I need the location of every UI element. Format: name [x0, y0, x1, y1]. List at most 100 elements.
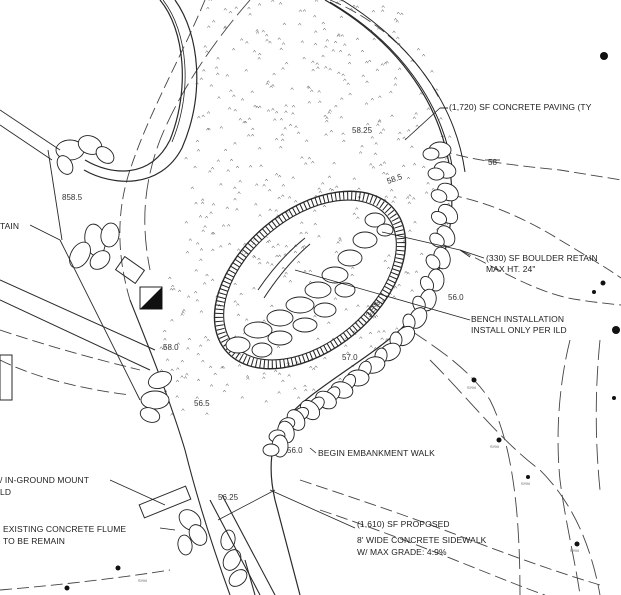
stipple-mark: [262, 183, 266, 187]
stipple-mark: [257, 56, 261, 60]
stipple-mark: [347, 61, 352, 65]
boulder-icon: [220, 529, 236, 551]
stipple-mark: [266, 80, 270, 83]
stipple-mark: [339, 115, 343, 119]
tree-icon: [612, 326, 620, 334]
boulder-icon: [95, 146, 115, 164]
stipple-mark: [270, 263, 274, 266]
stipple-mark: [336, 34, 340, 37]
stipple-mark: [205, 412, 209, 415]
stipple-mark: [199, 247, 204, 251]
stipple-mark: [395, 19, 399, 23]
stipple-mark: [195, 139, 200, 143]
stipple-mark: [271, 84, 275, 87]
stipple-mark: [171, 284, 175, 288]
stipple-mark: [281, 138, 285, 142]
stipple-mark: [205, 50, 209, 53]
stipple-mark: [211, 202, 216, 206]
stipple-mark: [283, 274, 287, 278]
stipple-mark: [180, 313, 184, 316]
stipple-mark: [275, 110, 279, 114]
stipple-mark: [369, 162, 373, 166]
stipple-mark: [245, 374, 250, 378]
stipple-mark: [219, 244, 223, 248]
stipple-mark: [237, 363, 242, 367]
boulder-icon: [188, 524, 208, 546]
stipple-mark: [415, 124, 419, 128]
stipple-mark: [344, 344, 348, 347]
stipple-mark: [240, 97, 245, 101]
stipple-mark: [233, 186, 237, 189]
stipple-mark: [383, 259, 387, 263]
stipple-mark: [324, 65, 328, 69]
stipple-mark: [299, 231, 303, 235]
stipple-mark: [277, 372, 282, 376]
stipple-mark: [355, 37, 360, 41]
inner-boulders: [225, 212, 394, 358]
stipple-mark: [314, 365, 318, 369]
stipple-mark: [379, 131, 383, 135]
stipple-mark: [370, 135, 374, 139]
stipple-mark: [298, 22, 302, 26]
stipple-mark: [387, 254, 391, 257]
stipple-mark: [440, 134, 444, 138]
stipple-mark: [379, 163, 383, 167]
stipple-mark: [187, 337, 192, 341]
stipple-mark: [265, 82, 269, 85]
stipple-mark: [257, 257, 261, 261]
stipple-mark: [316, 66, 320, 69]
stipple-mark: [219, 125, 223, 129]
stipple-mark: [281, 194, 285, 197]
stipple-mark: [313, 222, 317, 226]
stipple-mark: [300, 156, 304, 159]
stipple-mark: [332, 161, 336, 165]
stipple-mark: [190, 186, 195, 190]
stipple-mark: [386, 266, 391, 270]
stipple-mark: [374, 141, 378, 145]
stipple-mark: [340, 0, 344, 2]
boulder-icon: [422, 147, 440, 161]
stipple-mark: [211, 248, 215, 252]
stipple-mark: [265, 33, 269, 37]
stipple-mark: [206, 338, 210, 342]
stipple-mark: [184, 220, 188, 224]
stipple-mark: [325, 119, 329, 123]
stipple-mark: [236, 313, 241, 317]
stipple-mark: [380, 337, 384, 340]
stipple-mark: [381, 9, 385, 12]
stipple-mark: [349, 7, 353, 11]
stipple-mark: [426, 181, 430, 185]
stipple-mark: [242, 120, 246, 124]
elevation-label: 56.0: [448, 293, 464, 302]
callout-sidewalk-width: 8' WIDE CONCRETE SIDEWALK: [357, 535, 487, 545]
svg-text:SYM: SYM: [467, 385, 476, 390]
boulder-icon: [431, 210, 447, 226]
stipple-mark: [317, 234, 321, 238]
stipple-mark: [366, 122, 370, 126]
stipple-mark: [352, 4, 356, 8]
stipple-mark: [204, 335, 208, 339]
stipple-mark: [168, 276, 172, 280]
stipple-mark: [404, 270, 408, 274]
stipple-mark: [360, 144, 364, 148]
stipple-mark: [277, 37, 281, 40]
stipple-mark: [291, 176, 295, 179]
boulder-icon: [430, 189, 448, 203]
stipple-mark: [331, 48, 335, 52]
stipple-mark: [416, 47, 421, 51]
stipple-mark: [412, 162, 417, 166]
stipple-mark: [248, 12, 252, 16]
stipple-mark: [238, 117, 242, 121]
stipple-mark: [279, 47, 283, 51]
stipple-mark: [310, 89, 314, 93]
stipple-mark: [159, 346, 163, 349]
boulder-icon: [147, 370, 173, 390]
stipple-mark: [324, 133, 328, 136]
stipple-mark: [252, 254, 256, 258]
stipple-mark: [275, 172, 279, 176]
stipple-mark: [233, 141, 237, 145]
stipple-mark: [244, 68, 248, 72]
stipple-mark: [199, 344, 203, 347]
stipple-mark: [406, 271, 410, 275]
stipple-mark: [352, 212, 357, 216]
